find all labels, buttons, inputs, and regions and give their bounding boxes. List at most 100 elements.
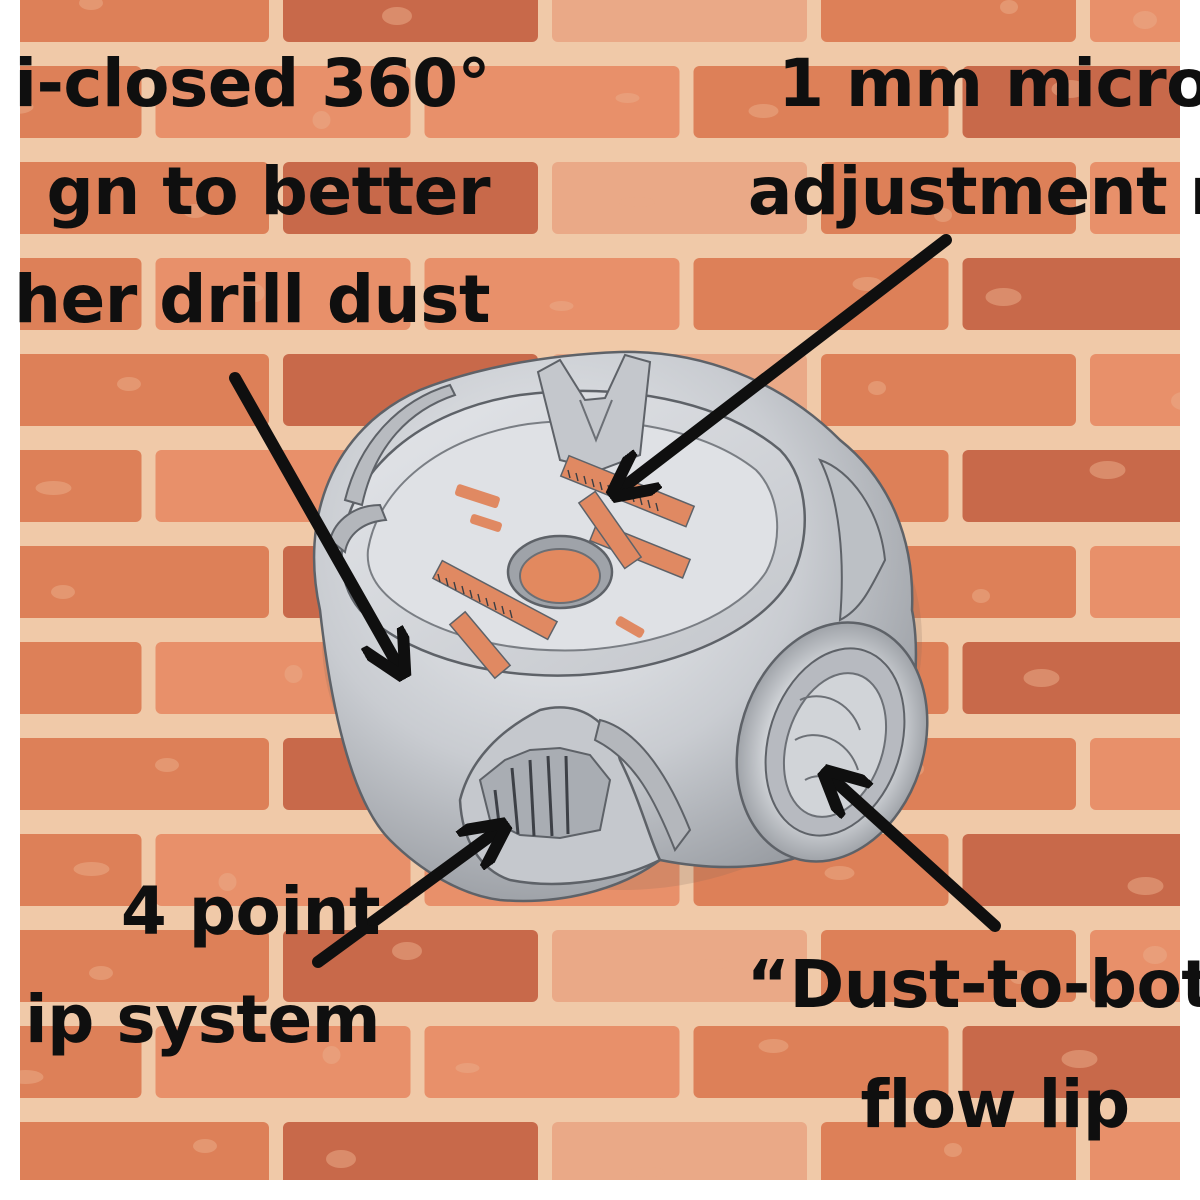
brick-speckle xyxy=(218,873,237,891)
brick xyxy=(1090,546,1200,618)
callout-dust-collection-line-1: i-closed 360° xyxy=(14,45,490,122)
image-border xyxy=(0,0,20,1200)
brick xyxy=(155,834,411,906)
brick xyxy=(155,66,411,138)
callout-micro-adjustment: 1 mm micro- adjustment ru xyxy=(628,30,1200,246)
brick xyxy=(14,546,269,618)
callout-flow-lip-line-1: “Dust-to-bott xyxy=(746,946,1200,1023)
brick xyxy=(155,258,411,330)
brick xyxy=(552,1122,807,1194)
callout-grip-system-line-1: 4 point xyxy=(120,873,381,950)
brick-speckle xyxy=(1089,461,1126,479)
brick xyxy=(821,162,1076,234)
brick-speckle xyxy=(193,1139,217,1153)
brick-speckle xyxy=(868,381,886,395)
arrow-icon xyxy=(229,234,1001,968)
brick xyxy=(962,834,1200,906)
brick xyxy=(962,450,1200,522)
arrow-micro-adjustment xyxy=(625,234,952,486)
brick-speckle xyxy=(1127,877,1164,895)
brick xyxy=(283,1122,538,1194)
brick-speckle xyxy=(972,589,990,603)
brick xyxy=(0,834,142,906)
brick xyxy=(0,258,142,330)
brick-speckle xyxy=(316,180,346,198)
brick xyxy=(552,162,807,234)
image-border xyxy=(1180,0,1200,1200)
brick xyxy=(693,1026,949,1098)
brick xyxy=(0,450,142,522)
brick xyxy=(962,258,1200,330)
brick xyxy=(821,1122,1076,1194)
brick-speckle xyxy=(695,959,731,969)
brick-speckle xyxy=(392,942,422,960)
brick xyxy=(424,1026,680,1098)
brick-speckle xyxy=(758,1039,789,1053)
brick-speckle xyxy=(183,204,207,218)
brick-speckle xyxy=(549,301,574,311)
brick xyxy=(0,642,142,714)
arrow-dust-collection xyxy=(229,372,396,662)
brick xyxy=(552,930,807,1002)
brick-speckle xyxy=(79,0,103,10)
brick xyxy=(424,258,680,330)
brick xyxy=(693,66,949,138)
brick-speckle xyxy=(1010,970,1028,984)
brick-speckle xyxy=(117,377,141,391)
brick xyxy=(14,930,269,1002)
brick-speckle xyxy=(312,111,331,129)
callout-flow-lip-line-2: flow lip xyxy=(860,1066,1130,1143)
brick xyxy=(1090,1122,1200,1194)
callout-dust-collection-line-3: her drill dust xyxy=(14,261,490,338)
brick xyxy=(693,258,949,330)
brick-speckle xyxy=(1143,946,1167,964)
brick-speckle xyxy=(615,93,640,103)
brick xyxy=(962,642,1200,714)
brick-speckle xyxy=(322,1046,341,1064)
brick xyxy=(962,66,1200,138)
brick xyxy=(155,1026,411,1098)
brick xyxy=(14,354,269,426)
brick-speckle xyxy=(73,862,110,876)
brick-speckle xyxy=(326,1150,356,1168)
brick-speckle xyxy=(985,288,1022,306)
brick-speckle xyxy=(1061,1050,1098,1068)
brick xyxy=(821,930,1076,1002)
brick-speckle xyxy=(748,104,779,118)
brick-speckle xyxy=(246,284,265,302)
arrow-flow-lip xyxy=(836,782,1001,932)
callout-grip-system: 4 point ip system xyxy=(0,858,381,1074)
brick xyxy=(0,66,142,138)
callout-micro-adjustment-line-2: adjustment ru xyxy=(747,153,1200,230)
brick xyxy=(552,0,807,42)
brick xyxy=(1090,162,1200,234)
brick xyxy=(1090,930,1200,1002)
brick-speckle xyxy=(382,7,412,25)
brick-speckle xyxy=(35,481,72,495)
brick-speckle xyxy=(629,1167,665,1177)
callout-flow-lip: “Dust-to-bott flow lip xyxy=(645,925,1200,1165)
brick-speckle xyxy=(1000,0,1018,14)
brick xyxy=(14,738,269,810)
callout-dust-collection: i-closed 360° gn to better her drill dus… xyxy=(0,30,490,354)
brick xyxy=(1090,738,1200,810)
brick-speckle xyxy=(934,208,952,222)
brick-speckle xyxy=(284,665,303,683)
brick xyxy=(283,162,538,234)
brick xyxy=(1090,354,1200,426)
brick-speckle xyxy=(944,1143,962,1157)
brick-speckle xyxy=(1023,669,1060,687)
drill-dust-collector-icon xyxy=(312,350,929,903)
brick xyxy=(283,0,538,42)
arrow-grip-system xyxy=(312,834,493,968)
brick xyxy=(14,0,269,42)
image-border xyxy=(0,1180,1200,1200)
brick-speckle xyxy=(619,197,655,207)
brick xyxy=(821,354,1076,426)
brick-speckle xyxy=(824,866,855,880)
brick xyxy=(424,66,680,138)
callout-dust-collection-line-2: gn to better xyxy=(46,153,491,230)
callout-micro-adjustment-line-1: 1 mm micro- xyxy=(778,45,1200,122)
brick xyxy=(14,162,269,234)
